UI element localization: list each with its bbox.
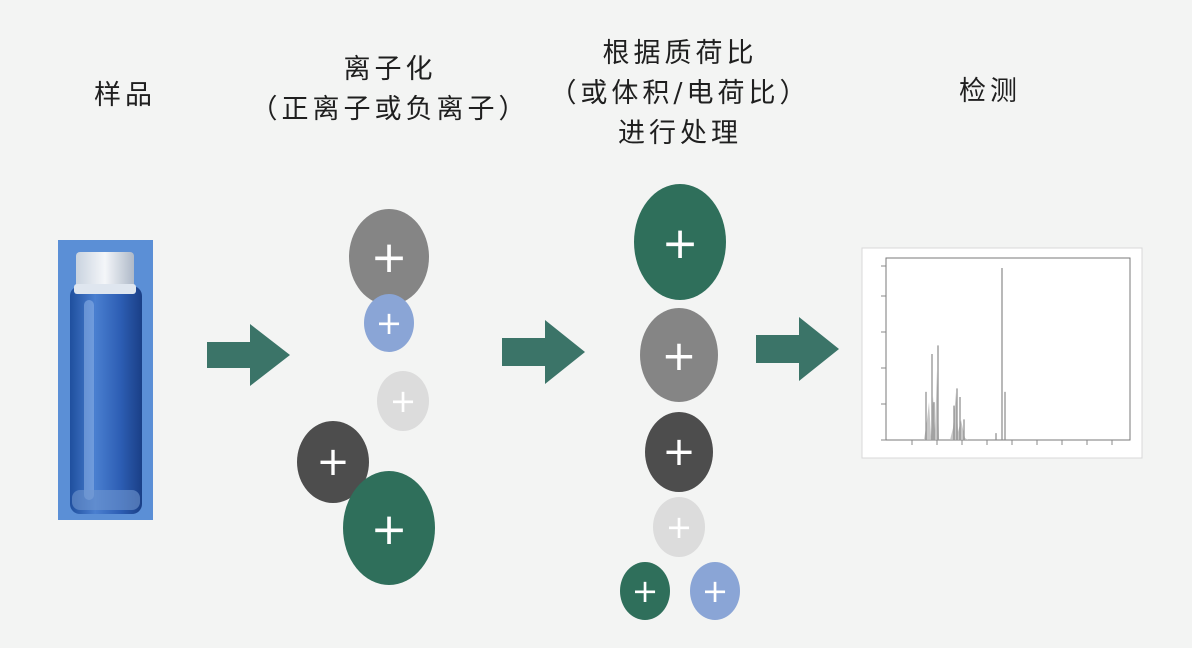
ion-plus-sign: + — [316, 439, 350, 485]
ion-plus-sign: + — [376, 304, 403, 342]
step-label-ionization-line-1: 离子化 — [343, 54, 437, 85]
ion-blue-small: + — [364, 294, 414, 352]
ion-plus-sign: + — [662, 218, 699, 269]
ion-green-small: + — [620, 562, 670, 620]
spectrum-y-ticks — [881, 265, 886, 441]
arrow-right-icon — [502, 320, 585, 384]
ion-plus-sign: + — [662, 429, 696, 475]
spectrum-peaks — [925, 268, 1006, 440]
spectrum-plot — [861, 247, 1143, 459]
step-label-separation: 根据质荷比 （或体积/电荷比） 进行处理 — [530, 34, 830, 154]
ion-blue-small: + — [690, 562, 740, 620]
ion-green-large: + — [343, 471, 435, 585]
ion-plus-sign: + — [632, 572, 659, 610]
ion-light-small: + — [377, 371, 429, 431]
ion-light-small: + — [653, 497, 705, 557]
ion-plus-sign: + — [702, 572, 729, 610]
ion-plus-sign: + — [371, 232, 408, 283]
sorted-group: + + + + + + — [620, 184, 740, 620]
spectrum-baseline-cluster — [924, 370, 939, 440]
step-label-detection: 检测 — [935, 72, 1045, 112]
ion-plus-sign: + — [371, 504, 408, 555]
ion-plus-sign: + — [661, 331, 696, 380]
step-label-separation-line-3: 进行处理 — [618, 118, 742, 149]
step-label-separation-line-2: （或体积/电荷比） — [549, 78, 811, 109]
step-label-sample-line-1: 样品 — [94, 80, 156, 111]
ion-gray-medium: + — [640, 308, 718, 402]
step-label-ionization: 离子化 （正离子或负离子） — [240, 50, 540, 130]
ion-plus-sign: + — [666, 508, 693, 546]
sample-vial-image — [58, 240, 153, 520]
ion-plus-sign: + — [390, 382, 417, 420]
step-label-detection-line-1: 检测 — [959, 76, 1021, 107]
ion-dark-medium: + — [297, 421, 369, 503]
ion-green-large: + — [634, 184, 726, 300]
step-label-ionization-line-2: （正离子或负离子） — [250, 94, 530, 125]
arrow-right-icon — [756, 317, 839, 381]
ionized-group: + + + + + — [297, 209, 435, 585]
ion-gray-large: + — [349, 209, 429, 305]
step-label-sample: 样品 — [70, 76, 180, 116]
ion-dark-medium: + — [645, 412, 713, 492]
step-label-separation-line-1: 根据质荷比 — [602, 38, 758, 69]
spectrum-x-ticks — [911, 440, 1113, 445]
spectrum-frame — [885, 257, 1131, 441]
arrow-right-icon — [207, 324, 290, 386]
